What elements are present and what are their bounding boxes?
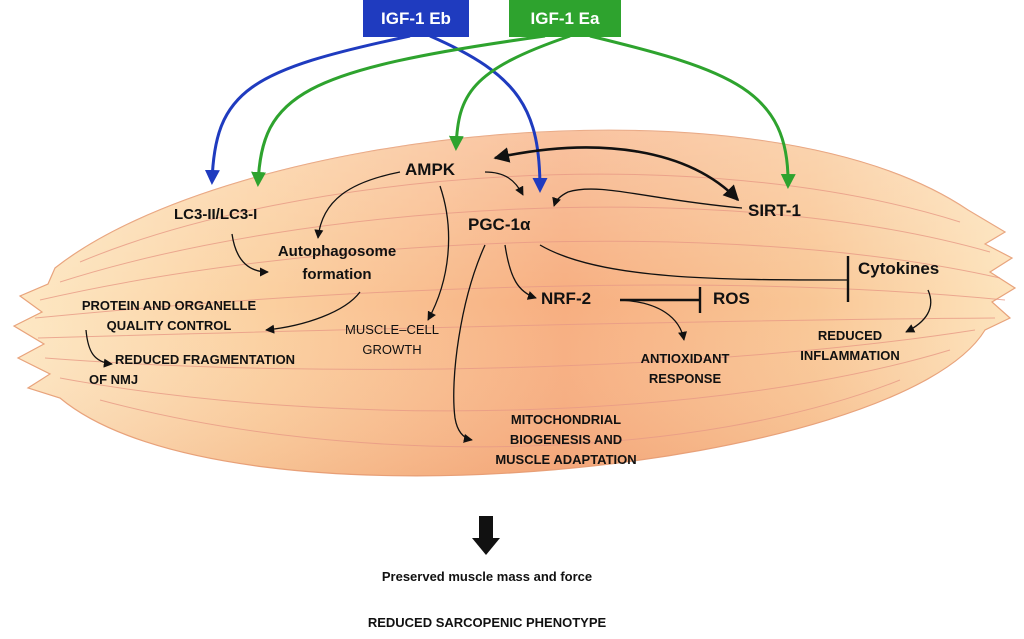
growth-line-1: MUSCLE–CELL [345, 322, 439, 337]
ros-node: ROS [713, 289, 750, 308]
mitochondrial-biogenesis-label: MITOCHONDRIAL BIOGENESIS AND MUSCLE ADAP… [478, 412, 654, 468]
inflammation-line-2: INFLAMMATION [800, 347, 900, 363]
protein-quality-control-label: PROTEIN AND ORGANELLE QUALITY CONTROL [62, 298, 276, 334]
antioxidant-response-label: ANTIOXIDANT RESPONSE [615, 351, 755, 387]
igf-1-ea-box: IGF-1 Ea [509, 0, 621, 37]
cytokines-node: Cytokines [858, 259, 940, 278]
autophagosome-line-2: formation [302, 266, 372, 284]
down-arrow [472, 516, 500, 555]
autophagosome-node: Autophagosome formation [262, 243, 412, 284]
protein-line-1: PROTEIN AND ORGANELLE [81, 298, 257, 313]
nmj-fragmentation-label: REDUCED FRAGMENTATION OF NMJ [89, 352, 296, 388]
growth-line-2: GROWTH [362, 341, 422, 357]
sirt-1-node: SIRT-1 [748, 201, 801, 220]
mito-line-2: BIOGENESIS AND [509, 431, 623, 447]
antioxidant-line-2: RESPONSE [648, 370, 722, 386]
inhibition-lines [539, 244, 850, 313]
lc3-node: LC3-II/LC3-I [174, 206, 258, 223]
igf-ea-arrows [251, 34, 796, 189]
mito-line-3: MUSCLE ADAPTATION [495, 451, 637, 467]
antioxidant-line-1: ANTIOXIDANT [640, 351, 730, 366]
sarcopenic-phenotype-label: REDUCED SARCOPENIC PHENOTYPE [367, 615, 607, 630]
muscle-fibers [34, 173, 1006, 448]
ampk-node: AMPK [405, 160, 456, 179]
nmj-line-1: REDUCED FRAGMENTATION [115, 352, 296, 367]
pgc-1a-node: PGC-1α [468, 215, 531, 234]
muscle-cell-growth-label: MUSCLE–CELL GROWTH [335, 322, 449, 358]
igf-1-ea-label: IGF-1 Ea [530, 8, 600, 28]
preserved-muscle-label: Preserved muscle mass and force [381, 569, 593, 584]
pathway-arrows [85, 146, 932, 443]
protein-line-2: QUALITY CONTROL [106, 317, 232, 333]
mito-line-1: MITOCHONDRIAL [510, 412, 622, 427]
inflammation-line-1: REDUCED [817, 328, 883, 343]
reduced-inflammation-label: REDUCED INFLAMMATION [780, 328, 920, 364]
autophagosome-line-1: Autophagosome [277, 243, 397, 260]
igf-1-eb-label: IGF-1 Eb [381, 8, 451, 28]
nrf-2-node: NRF-2 [541, 289, 592, 308]
nmj-line-2: OF NMJ [89, 371, 139, 387]
igf-1-eb-box: IGF-1 Eb [363, 0, 469, 37]
